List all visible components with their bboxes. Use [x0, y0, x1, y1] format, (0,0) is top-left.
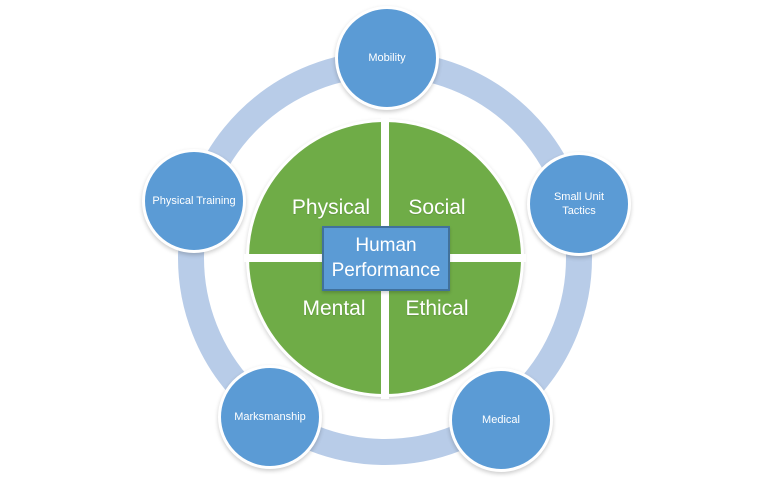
- quadrant-physical-label: Physical: [291, 196, 371, 219]
- node-marksmanship: Marksmanship: [218, 365, 322, 469]
- center-box-label: Human Performance: [331, 234, 441, 281]
- center-box: Human Performance: [322, 226, 450, 291]
- node-mobility: Mobility: [335, 6, 439, 110]
- node-marksmanship-label: Marksmanship: [234, 410, 306, 423]
- node-physical-training: Physical Training: [142, 149, 246, 253]
- quadrant-ethical-label: Ethical: [405, 297, 469, 320]
- node-small-unit-tactics: Small Unit Tactics: [527, 152, 631, 256]
- node-physical-training-label: Physical Training: [152, 194, 236, 207]
- quadrant-mental-label: Mental: [302, 297, 366, 320]
- node-medical: Medical: [449, 368, 553, 472]
- quadrant-social-label: Social: [408, 196, 466, 219]
- node-medical-label: Medical: [482, 413, 520, 426]
- node-small-unit-tactics-label: Small Unit Tactics: [553, 190, 605, 217]
- node-mobility-label: Mobility: [368, 51, 406, 64]
